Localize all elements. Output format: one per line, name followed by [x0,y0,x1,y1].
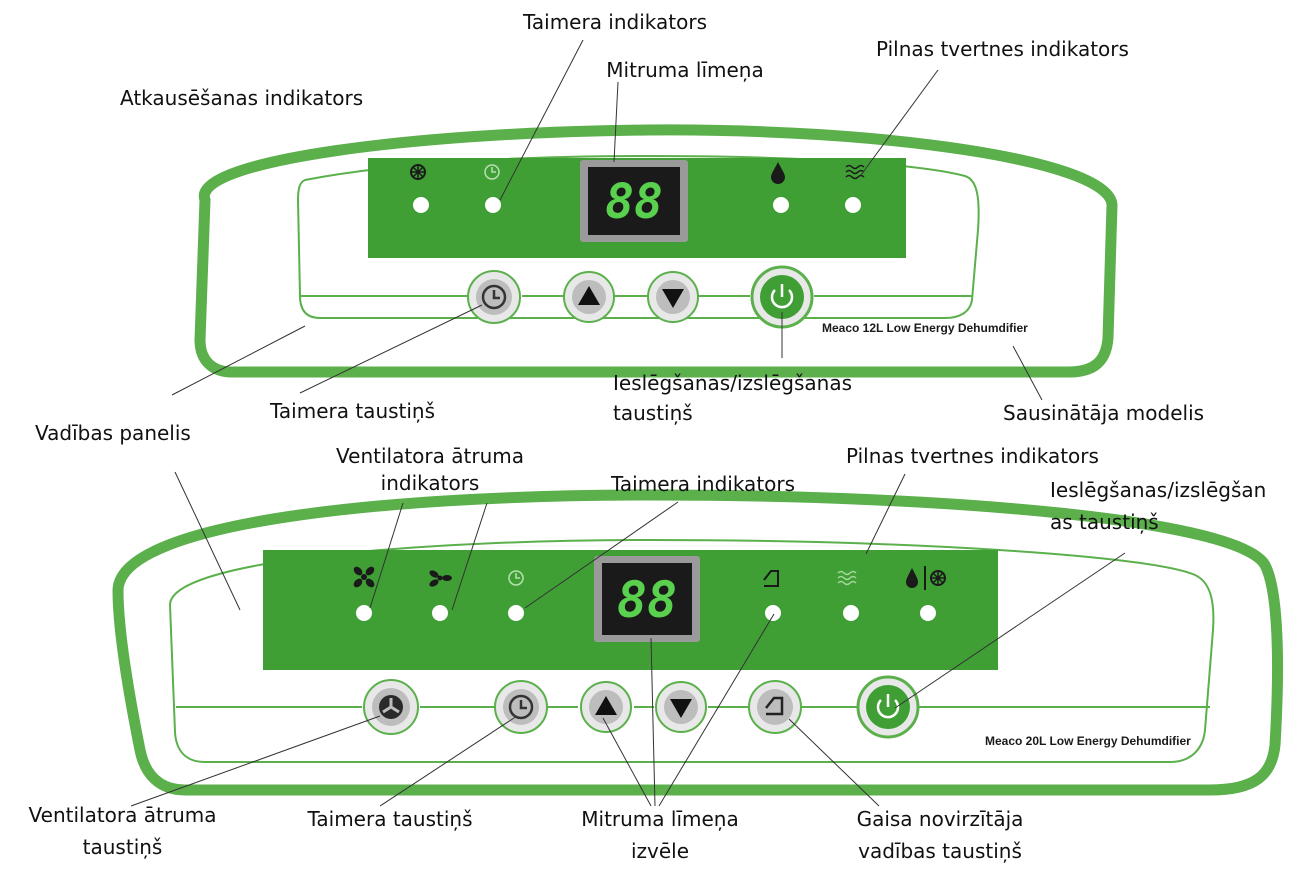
label-tank-full-indicator: Pilnas tvertnes indikators [876,37,1129,61]
power-button[interactable] [856,675,920,739]
label-humidity-select-1: Mitruma līmeņa [581,807,739,831]
label-humidity-select-2: izvēle [630,839,690,863]
led-defrost [413,197,429,213]
callout-timer-button-bottom [379,715,518,807]
led-timer [485,197,501,213]
callout-control-panel-top [171,325,306,396]
humidity-down-button[interactable] [647,271,699,323]
louvre-icon [763,570,779,587]
timer-button[interactable] [494,680,548,734]
callout-humidity-level [613,81,619,163]
callout-fan-indicator-1 [369,502,404,609]
callout-fan-indicator-2 [451,502,488,611]
callout-timer-indicator-bottom [524,501,679,609]
callout-timer-indicator [499,39,584,201]
label-power-button-bottom-2: as taustiņš [1050,510,1159,534]
callout-control-panel-bottom [174,471,241,611]
label-tank-full-indicator-bottom: Pilnas tvertnes indikators [846,444,1099,468]
label-fan-speed-button-1: Ventilatora ātruma [28,803,217,827]
label-power-button-bottom-1: Ieslēgšanas/izslēgšan [1050,478,1267,502]
clock-icon [508,570,524,586]
callout-humidity-select-c [658,613,775,807]
callout-humidity-select-b [650,637,656,807]
label-timer-indicator: Taimera indikators [522,10,708,34]
water-drop-icon [771,162,785,184]
label-louvre-button-2: vadības taustiņš [858,839,1022,863]
callout-louvre-button [788,718,880,807]
callout-lines [130,39,1126,807]
label-fan-speed-button-2: taustiņš [82,835,163,859]
defrost-icon [410,164,426,180]
callout-fan-button [130,715,381,807]
fan-speed-button[interactable] [363,679,419,735]
humidity-down-button[interactable] [655,681,707,733]
tank-full-icon [845,164,865,180]
callout-model [1012,345,1043,401]
led-tank-full [843,605,859,621]
panel-20l: 88 [112,489,1283,796]
label-power-button-top-2: taustiņš [613,401,693,425]
led-humidity [773,197,789,213]
label-humidity-level: Mitruma līmeņa [606,58,764,82]
label-control-panel: Vadības panelis [35,421,191,445]
callout-tank-full-bottom [865,473,906,555]
label-timer-button-bottom: Taimera taustiņš [307,807,473,831]
panel-20l-display-digits: 88 [617,571,677,629]
panel-12l-display-screen [588,167,680,235]
humidity-up-button[interactable] [580,681,632,733]
led-humidity-defrost [920,605,936,621]
callout-humidity-select-a [602,717,652,807]
panel-12l: 88 [194,124,1118,378]
fan-low-icon [429,570,452,587]
clock-icon [484,164,500,180]
led-timer [508,605,524,621]
label-fan-speed-indicator-2: indikators [380,471,480,495]
power-button[interactable] [750,265,814,329]
callout-power-bottom [894,552,1126,709]
timer-button[interactable] [467,270,521,324]
label-timer-indicator-bottom: Taimera indikators [611,472,796,496]
louvre-button[interactable] [748,680,802,734]
callout-tank-full [860,69,939,176]
panel-20l-display-screen [602,563,692,635]
water-drop-defrost-icon [906,566,946,590]
label-timer-button-top: Taimera taustiņš [270,399,436,423]
label-louvre-button-1: Gaisa novirzītāja [856,807,1024,831]
label-power-button-top-1: Ieslēgšanas/izslēgšanas [613,371,853,395]
label-defrost-indicator: Atkausēšanas indikators [120,86,364,110]
panel-12l-model-name: Meaco 12L Low Energy Dehumdifier [822,321,1028,335]
fan-high-icon [353,566,375,588]
tank-full-icon [837,570,857,586]
panel-20l-model-name: Meaco 20L Low Energy Dehumdifier [985,734,1191,748]
label-fan-speed-indicator-1: Ventilatora ātruma [336,444,524,468]
callout-timer-button-top [299,304,483,394]
humidity-up-button[interactable] [563,271,615,323]
panel-12l-display-digits: 88 [605,174,663,230]
label-model: Sausinātāja modelis [1003,401,1205,425]
led-tank-full [845,197,861,213]
led-fan-high [356,605,372,621]
led-louvre [765,605,781,621]
led-fan-low [432,605,448,621]
